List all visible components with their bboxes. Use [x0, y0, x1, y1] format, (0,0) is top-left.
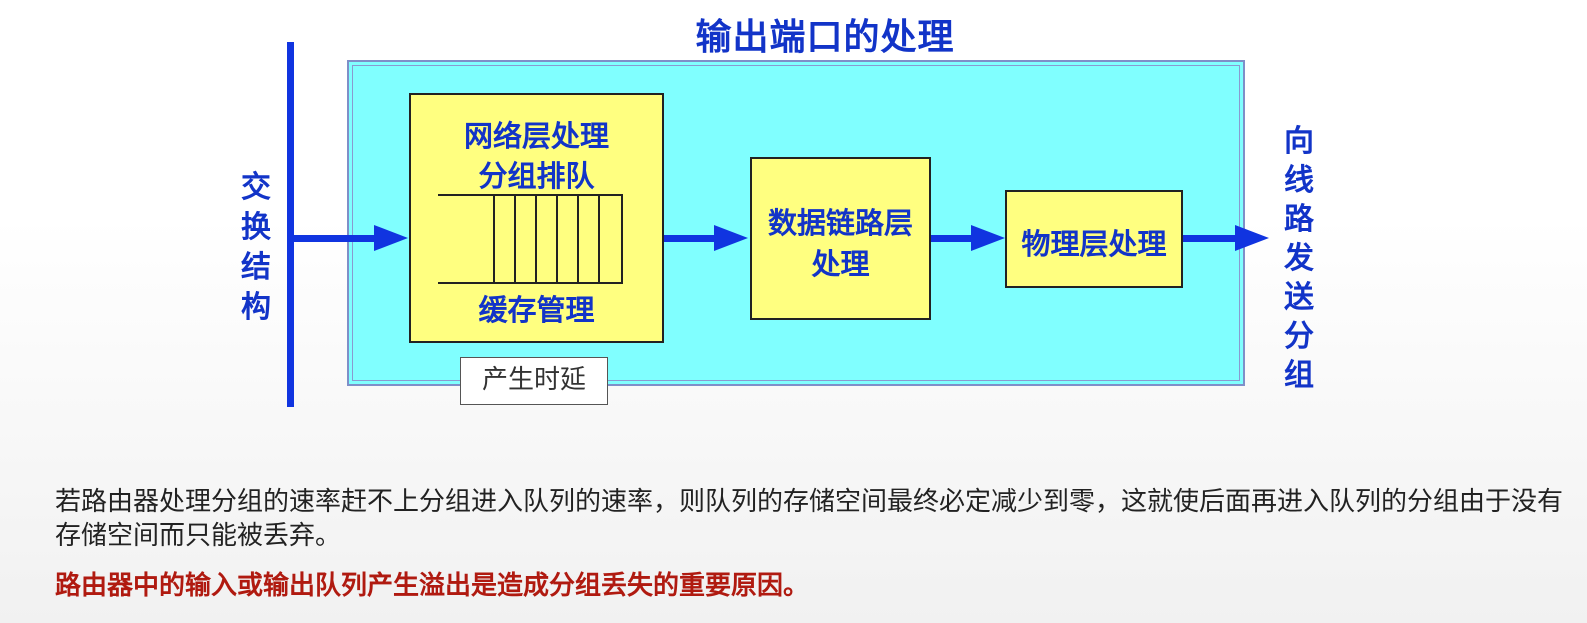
label-char: 送	[1284, 280, 1314, 315]
arrow-shaft	[294, 235, 376, 242]
buffer-management-label: 缓存管理	[478, 293, 595, 327]
arrow-head-icon	[714, 225, 748, 251]
datalink-processing-label: 处理	[811, 247, 870, 281]
label-char: 组	[1284, 358, 1314, 393]
physical-layer-label: 物理层处理	[1021, 227, 1167, 261]
datalink-layer-label: 数据链路层	[767, 206, 913, 240]
explanation-paragraph: 若路由器处理分组的速率赶不上分组进入队列的速率，则队列的存储空间最终必定减少到零…	[55, 487, 1564, 551]
label-char: 线	[1284, 163, 1314, 198]
label-char: 向	[1284, 124, 1314, 159]
diagram-title: 输出端口的处理	[695, 17, 955, 58]
arrow-head-icon	[1235, 225, 1269, 251]
label-char: 发	[1284, 241, 1314, 276]
network-layer-label: 网络层处理	[463, 119, 609, 153]
switch-fabric-label: 交 换 结 构	[234, 168, 278, 328]
label-char: 交	[241, 170, 271, 205]
queue-slot	[514, 196, 516, 282]
label-char: 分	[1284, 319, 1314, 354]
label-char: 路	[1284, 202, 1314, 237]
delay-callout: 产生时延	[460, 357, 608, 405]
conclusion-text: 路由器中的输入或输出队列产生溢出是造成分组丢失的重要原因。	[55, 571, 810, 601]
arrow-shaft	[1183, 235, 1237, 242]
physical-layer-box	[1005, 190, 1183, 288]
label-char: 换	[241, 210, 271, 245]
label-char: 结	[241, 250, 271, 285]
queue-slot	[493, 196, 495, 282]
queue-slot	[556, 196, 558, 282]
datalink-layer-box	[750, 157, 931, 320]
queue-slot	[577, 196, 579, 282]
queue-buffer	[438, 194, 623, 284]
send-to-line-label: 向 线 路 发 送 分 组	[1277, 122, 1321, 395]
label-char: 构	[241, 290, 271, 325]
queue-slot	[598, 196, 600, 282]
arrow-head-icon	[971, 225, 1005, 251]
switch-fabric-bus	[287, 42, 294, 407]
arrow-shaft	[931, 235, 973, 242]
packet-queue-label: 分组排队	[478, 159, 595, 193]
arrow-head-icon	[374, 225, 408, 251]
arrow-shaft	[664, 235, 716, 242]
queue-slot	[535, 196, 537, 282]
